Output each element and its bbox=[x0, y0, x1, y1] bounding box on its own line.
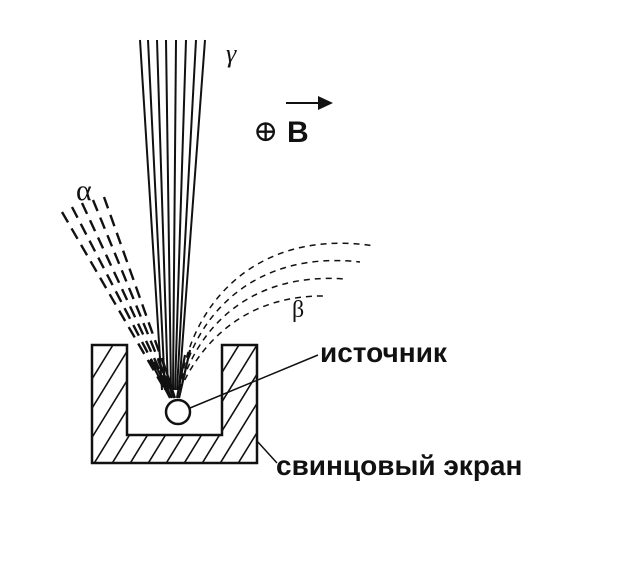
source-leader-line bbox=[189, 354, 319, 409]
alpha-label: α bbox=[76, 174, 92, 207]
lead-screen-outline bbox=[90, 343, 259, 465]
source-label: источник bbox=[320, 337, 448, 368]
lead-screen-label: свинцовый экран bbox=[276, 450, 522, 481]
field-letter: B bbox=[287, 116, 309, 149]
alpha-rays bbox=[60, 196, 174, 389]
screen-leader-line bbox=[256, 440, 278, 464]
beta-label: β bbox=[292, 297, 304, 323]
field-direction-symbol: ⊕ bbox=[253, 115, 278, 148]
beta-rays bbox=[179, 242, 376, 391]
magnetic-field-label: ⊕ B bbox=[253, 96, 333, 149]
vector-arrow-icon bbox=[286, 96, 333, 110]
gamma-rays bbox=[139, 39, 206, 391]
gamma-label: γ bbox=[226, 39, 237, 68]
radiation-source bbox=[164, 398, 192, 426]
